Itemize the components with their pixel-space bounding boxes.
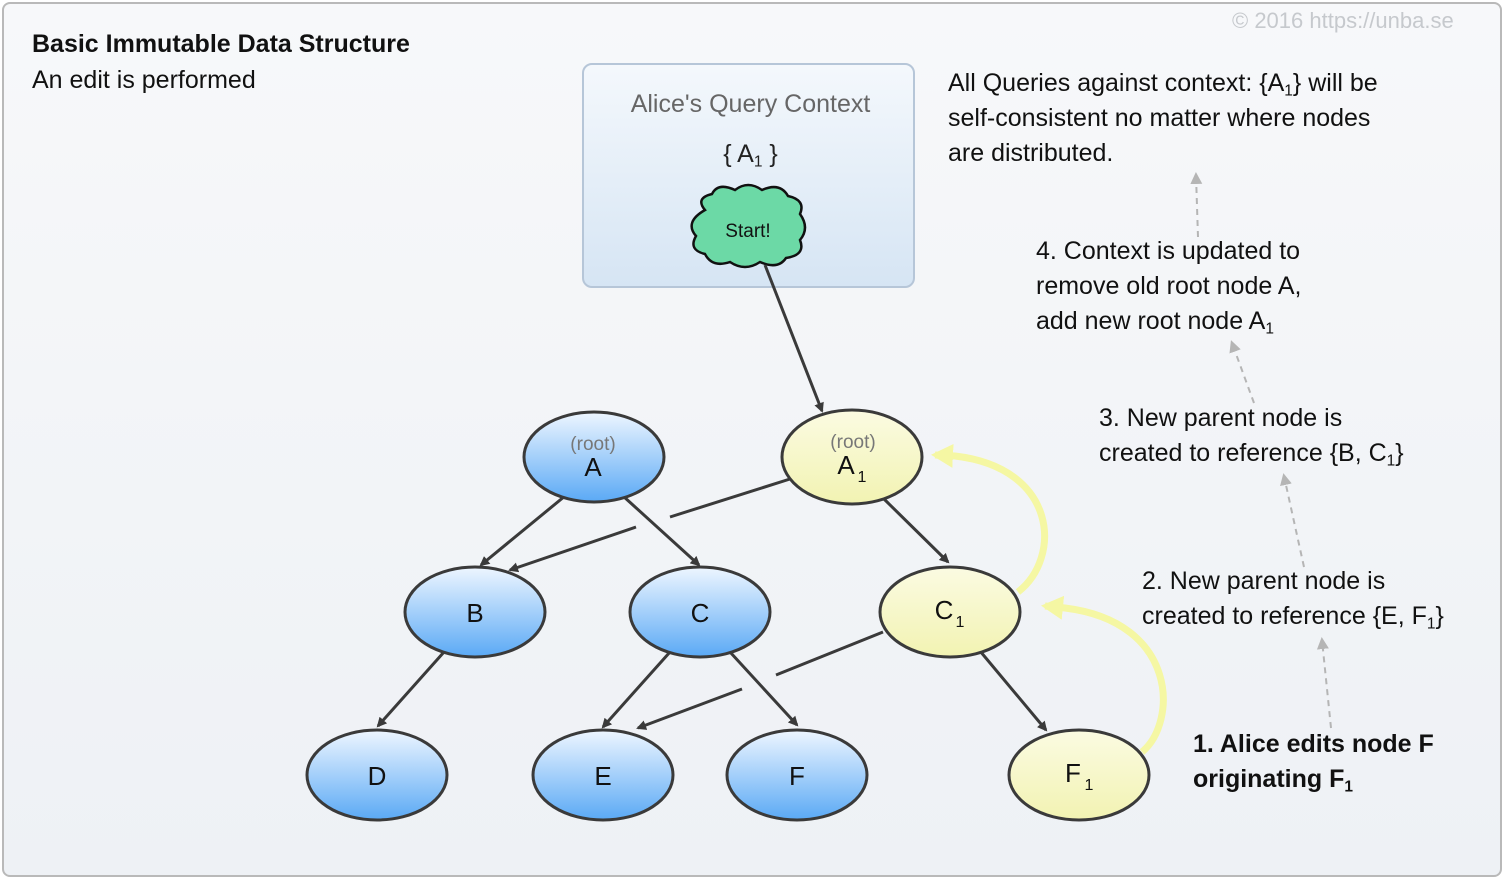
annotation-step3-line2-sub: 1 xyxy=(1386,452,1396,470)
node-A-label: A xyxy=(584,452,602,482)
annotation-queries-line1-b: } will be xyxy=(1292,69,1378,97)
annotation-step2-line2-sub: 1 xyxy=(1426,615,1436,633)
start-label: Start! xyxy=(725,221,770,242)
hint-arrow-1 xyxy=(1316,637,1332,729)
annotation-step2-line2: created to reference {E, F1} xyxy=(1142,599,1444,634)
hint-arrows xyxy=(1190,172,1332,729)
hint-arrow-2 xyxy=(1280,473,1305,568)
context-subscript: 1 xyxy=(753,153,763,171)
hint-arrow-4 xyxy=(1190,172,1203,238)
edge-C-to-E xyxy=(601,651,672,729)
node-F: F xyxy=(725,728,869,822)
edge-A-to-C xyxy=(621,494,701,567)
node-A: (root) A xyxy=(522,410,666,504)
arrow-C1-to-A1 xyxy=(931,443,1049,595)
edge-C1-to-F1 xyxy=(978,650,1048,732)
node-F-label: F xyxy=(789,761,805,791)
node-D-label: D xyxy=(368,761,387,791)
annotation-queries-line1: All Queries against context: {A1} will b… xyxy=(948,66,1378,101)
annotation-queries-line3: are distributed. xyxy=(948,139,1114,167)
context-close: } xyxy=(762,140,778,168)
copyright-notice: © 2016 https://unba.se xyxy=(1232,8,1454,33)
query-context-title: Alice's Query Context xyxy=(630,90,871,118)
annotation-step3-line1: 3. New parent node is xyxy=(1099,404,1343,432)
annotation-step1-line2: originating F1 xyxy=(1193,762,1434,797)
annotation-step4: 4. Context is updated to remove old root… xyxy=(1036,234,1301,339)
annotation-step1-line1: 1. Alice edits node F xyxy=(1193,730,1434,758)
annotation-step2-line2-b: } xyxy=(1435,602,1444,630)
edge-A1-to-C1 xyxy=(882,497,950,564)
edge-C1-to-E xyxy=(636,687,743,730)
diagram-title: Basic Immutable Data Structure xyxy=(32,30,410,58)
node-F1-label: F xyxy=(1065,758,1081,788)
annotation-step2-line1: 2. New parent node is xyxy=(1142,567,1386,595)
annotation-step1: 1. Alice edits node F originating F1 xyxy=(1193,727,1434,797)
annotation-step2-line2-a: created to reference {E, F xyxy=(1142,602,1427,630)
annotation-queries-line2: self-consistent no matter where nodes xyxy=(948,104,1371,132)
node-F1: F 1 xyxy=(1007,728,1151,822)
node-D: D xyxy=(305,728,449,822)
yellow-arrows xyxy=(931,443,1167,755)
node-A-tag: (root) xyxy=(570,434,615,455)
annotation-step4-line1: 4. Context is updated to xyxy=(1036,237,1301,265)
annotation-step4-line3-a: add new root node A xyxy=(1036,307,1266,335)
node-A1-sub: 1 xyxy=(858,469,867,486)
node-C-label: C xyxy=(691,598,710,628)
node-B-label: B xyxy=(466,598,483,628)
start-cloud: Start! xyxy=(690,183,807,269)
edge-A1-to-B xyxy=(508,525,637,573)
annotation-step4-line3: add new root node A1 xyxy=(1036,304,1301,339)
node-A1-label: A xyxy=(837,450,855,480)
node-C1-label: C xyxy=(935,595,954,625)
diagram-subtitle: An edit is performed xyxy=(32,66,256,94)
node-C1-sub: 1 xyxy=(956,614,965,631)
edge-B-to-D xyxy=(376,651,446,728)
node-A1: (root) A 1 xyxy=(780,408,924,506)
annotation-step1-line2-a: originating F xyxy=(1193,765,1345,793)
annotation-step1-line2-sub: 1 xyxy=(1344,778,1353,796)
annotation-step4-line2: remove old root node A, xyxy=(1036,272,1302,300)
node-F1-sub: 1 xyxy=(1085,777,1094,794)
hint-arrow-3 xyxy=(1229,340,1255,404)
node-E-label: E xyxy=(594,761,611,791)
annotation-step2: 2. New parent node is created to referen… xyxy=(1142,564,1444,634)
annotation-step3-line2-a: created to reference {B, C xyxy=(1099,439,1387,467)
edge-C1-segment xyxy=(775,630,884,677)
query-context-value: { A1 } xyxy=(584,140,917,171)
node-C: C xyxy=(628,565,772,659)
edge-A1-segment xyxy=(669,477,791,519)
node-C1: C 1 xyxy=(878,565,1022,659)
annotation-step3-line2-b: } xyxy=(1395,439,1404,467)
annotation-queries-line1-a: All Queries against context: {A xyxy=(948,69,1285,97)
arrow-F1-to-C1 xyxy=(1041,595,1167,755)
context-open: { A xyxy=(723,140,754,168)
annotation-step3: 3. New parent node is created to referen… xyxy=(1099,401,1404,471)
node-A1-tag: (root) xyxy=(830,432,875,453)
edge-A-to-B xyxy=(479,494,566,567)
node-E: E xyxy=(531,728,675,822)
edges xyxy=(376,264,1048,732)
annotation-step3-line2: created to reference {B, C1} xyxy=(1099,436,1404,471)
query-context-box: Alice's Query Context { A1 } xyxy=(582,63,915,288)
edge-context-to-A1 xyxy=(763,264,824,413)
edge-C-to-F xyxy=(728,650,799,727)
annotation-queries: All Queries against context: {A1} will b… xyxy=(948,66,1378,171)
annotation-queries-line1-sub: 1 xyxy=(1284,82,1293,100)
annotation-step4-line3-sub: 1 xyxy=(1265,320,1274,338)
node-B: B xyxy=(403,565,547,659)
